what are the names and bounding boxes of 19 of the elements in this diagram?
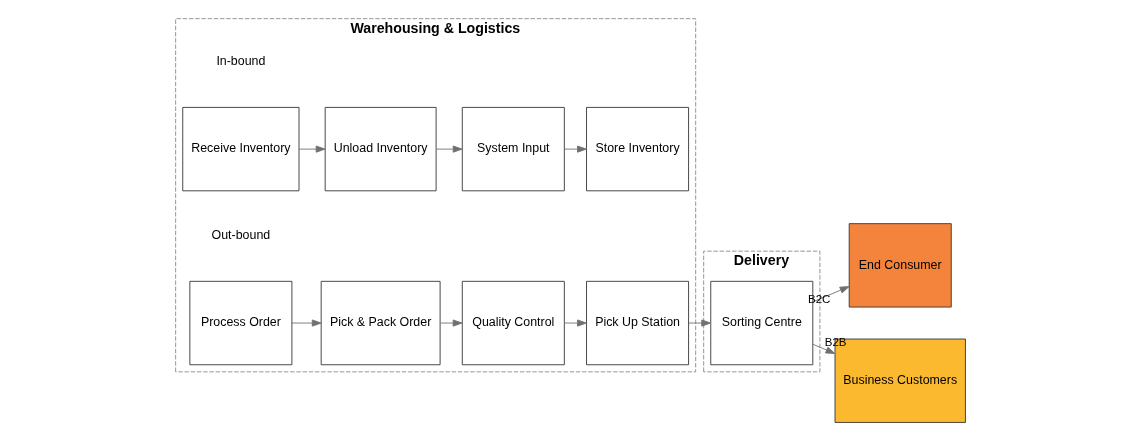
node-box: Pick Up Station <box>585 280 689 366</box>
node-box: Quality Control <box>461 280 565 366</box>
arrow <box>291 319 322 327</box>
arrow <box>563 319 587 327</box>
node-box: Unload Inventory <box>324 106 437 192</box>
arrow <box>439 319 462 327</box>
arrow <box>687 319 711 327</box>
node-box: System Input <box>461 106 565 192</box>
arrow <box>435 145 462 153</box>
label: Out-bound <box>211 228 270 243</box>
node-box: Process Order <box>188 280 292 366</box>
arrow <box>812 343 835 354</box>
node-box: Receive Inventory <box>181 106 299 192</box>
node-box: End Consumer <box>848 223 952 308</box>
arrow <box>563 145 587 153</box>
label: In-bound <box>215 54 265 69</box>
node-box: Store Inventory <box>585 106 689 192</box>
arrow <box>298 145 325 153</box>
node-box: Pick & Pack Order <box>320 280 441 366</box>
